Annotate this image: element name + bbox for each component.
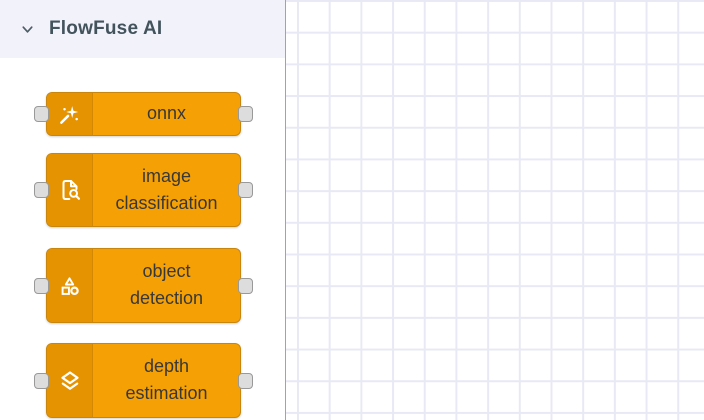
flow-canvas[interactable] [286,0,704,420]
node-icon-region [47,249,93,322]
input-port [34,277,49,294]
palette-category-header[interactable]: FlowFuse AI [0,0,285,58]
node-icon-region [47,154,93,226]
layers-icon [60,370,79,390]
output-port [238,277,253,294]
node-icon-region [47,93,93,135]
palette-node-image-classification[interactable]: image classification [34,153,253,227]
node-label: depth estimation [125,356,208,403]
shapes-icon [61,277,79,296]
output-port [238,106,253,122]
chevron-down-icon[interactable] [20,22,35,37]
document-search-icon [62,180,80,200]
palette-node-object-detection[interactable]: object detection [34,248,253,323]
node-label: image classification [115,165,218,213]
palette-sidebar: FlowFuse AI onnx [0,0,286,420]
output-port [238,372,253,389]
palette-node-onnx[interactable]: onnx [34,92,253,136]
node-icon-region [47,344,93,417]
node-label: onnx [146,103,187,123]
output-port [238,182,253,198]
wand-sparkles-icon [60,105,79,124]
palette-node-depth-estimation[interactable]: depth estimation [34,343,253,418]
input-port [34,106,49,122]
node-label: object detection [129,261,204,308]
input-port [34,182,49,198]
input-port [34,372,49,389]
palette-category-title: FlowFuse AI [49,18,163,39]
